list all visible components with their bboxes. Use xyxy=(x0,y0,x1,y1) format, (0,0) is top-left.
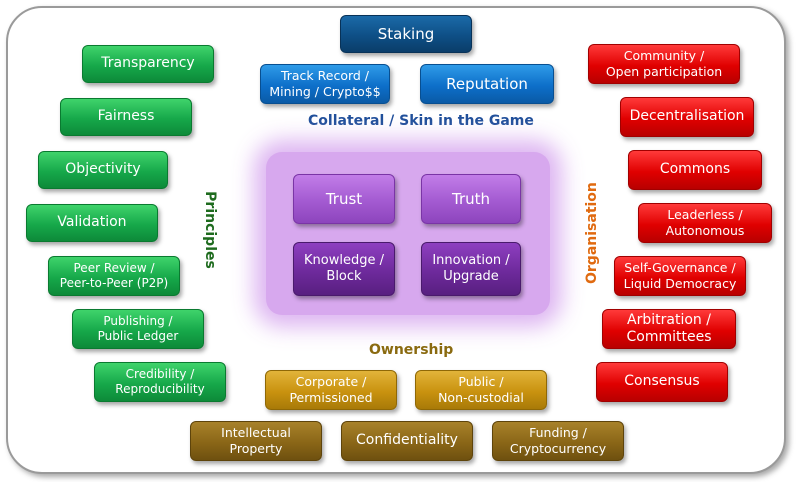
org-commons: Commons xyxy=(628,150,762,190)
principle-fairness: Fairness xyxy=(60,98,192,136)
innovation-box: Innovation / Upgrade xyxy=(421,242,521,296)
principle-validation: Validation xyxy=(26,204,158,242)
principle-transparency: Transparency xyxy=(82,45,214,83)
org-self-governance: Self-Governance / Liquid Democracy xyxy=(614,256,746,296)
reputation-box: Reputation xyxy=(420,64,554,104)
ownership-confidentiality: Confidentiality xyxy=(341,421,473,461)
staking-box: Staking xyxy=(340,15,472,53)
ownership-title: Ownership xyxy=(369,342,454,358)
collateral-title: Collateral / Skin in the Game xyxy=(308,113,534,129)
ownership-corporate: Corporate / Permissioned xyxy=(265,370,397,410)
principle-objectivity: Objectivity xyxy=(38,151,168,189)
org-arbitration: Arbitration / Committees xyxy=(602,309,736,349)
knowledge-box: Knowledge / Block xyxy=(293,242,395,296)
principles-title: Principles xyxy=(202,191,218,269)
principle-credibility: Credibility / Reproducibility xyxy=(94,362,226,402)
org-consensus: Consensus xyxy=(596,362,728,402)
track-record-box: Track Record / Mining / Crypto$$ xyxy=(260,64,390,104)
ownership-funding: Funding / Cryptocurrency xyxy=(492,421,624,461)
ownership-public: Public / Non-custodial xyxy=(415,370,547,410)
org-decentralisation: Decentralisation xyxy=(620,97,754,137)
principle-peer-review: Peer Review / Peer-to-Peer (P2P) xyxy=(48,256,180,296)
org-leaderless: Leaderless / Autonomous xyxy=(638,203,772,243)
org-community: Community / Open participation xyxy=(588,44,740,84)
organisation-title: Organisation xyxy=(584,182,600,284)
trust-box: Trust xyxy=(293,174,395,224)
principle-publishing: Publishing / Public Ledger xyxy=(72,309,204,349)
ownership-ip: Intellectual Property xyxy=(190,421,322,461)
truth-box: Truth xyxy=(421,174,521,224)
